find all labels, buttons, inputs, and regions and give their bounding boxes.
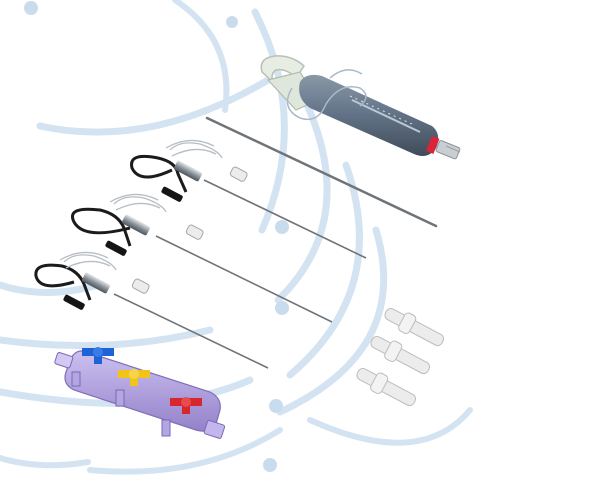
arc-dot (269, 399, 283, 413)
luer-connector (370, 335, 431, 375)
connector-body (356, 367, 417, 407)
needle-cap (229, 166, 248, 182)
arc-6 (172, 0, 230, 113)
arc-dot (226, 16, 238, 28)
stopcock-red (170, 397, 202, 414)
needle-plug (105, 240, 127, 256)
arc-dot (275, 301, 289, 315)
syringe-tip (435, 140, 461, 160)
connector-body (370, 335, 431, 375)
needle-plug (161, 186, 183, 202)
arc-4 (286, 161, 363, 379)
syringe-red-collar (426, 136, 440, 154)
arc-2 (251, 8, 288, 234)
arc-11 (307, 407, 473, 446)
syringe-wire-loop (286, 69, 367, 121)
syringe-highlight (351, 99, 421, 133)
needle-shaft (113, 293, 269, 369)
stopcock-knob (93, 347, 103, 357)
stopcock-blue (82, 347, 114, 364)
arc-10 (87, 427, 283, 475)
needle-cap (185, 224, 204, 240)
syringe-tip-line (445, 145, 461, 153)
connector-flange (370, 372, 389, 395)
electrode-needle (34, 251, 269, 369)
needle-coil (59, 251, 117, 271)
needle-cable (130, 154, 188, 193)
electrode-needle (71, 193, 333, 323)
syringe (260, 55, 461, 160)
needle-shaft (155, 235, 333, 323)
stopcock-yellow (118, 369, 150, 386)
connector-flange (384, 340, 403, 363)
needle-cap (131, 278, 150, 294)
stopcock-knob (181, 397, 191, 407)
needle-coil (109, 193, 167, 213)
needle-hub (174, 160, 203, 182)
connector-body (384, 307, 445, 347)
needle-cable (71, 207, 132, 247)
arc-dot (24, 1, 38, 15)
arc-1 (36, 76, 272, 136)
arc-3 (274, 96, 331, 304)
connector-flange (398, 312, 417, 335)
stylet-needle (205, 116, 438, 228)
needle-hub (122, 214, 151, 236)
manifold (54, 347, 226, 439)
needle-shaft (203, 179, 367, 259)
arc-dot (263, 458, 277, 472)
arc-dot (275, 220, 289, 234)
needle-plug (63, 294, 85, 310)
manifold-port-left (54, 352, 74, 369)
electrode-needle (130, 139, 367, 259)
manifold-port-right (203, 420, 226, 439)
manifold-side-port (71, 371, 81, 387)
needle-cable (34, 263, 92, 301)
needle-hub (82, 272, 111, 294)
background-dots (24, 1, 289, 472)
luer-connector (384, 307, 445, 347)
manifold-body (64, 350, 221, 432)
luer-connector (356, 367, 417, 407)
manifold-side-port (115, 389, 125, 407)
manifold-side-port (161, 419, 171, 437)
arc-12 (0, 455, 91, 469)
arc-8 (0, 326, 214, 350)
stopcock-knob (129, 369, 139, 379)
arc-5 (276, 226, 388, 416)
needle-coil (165, 139, 223, 159)
